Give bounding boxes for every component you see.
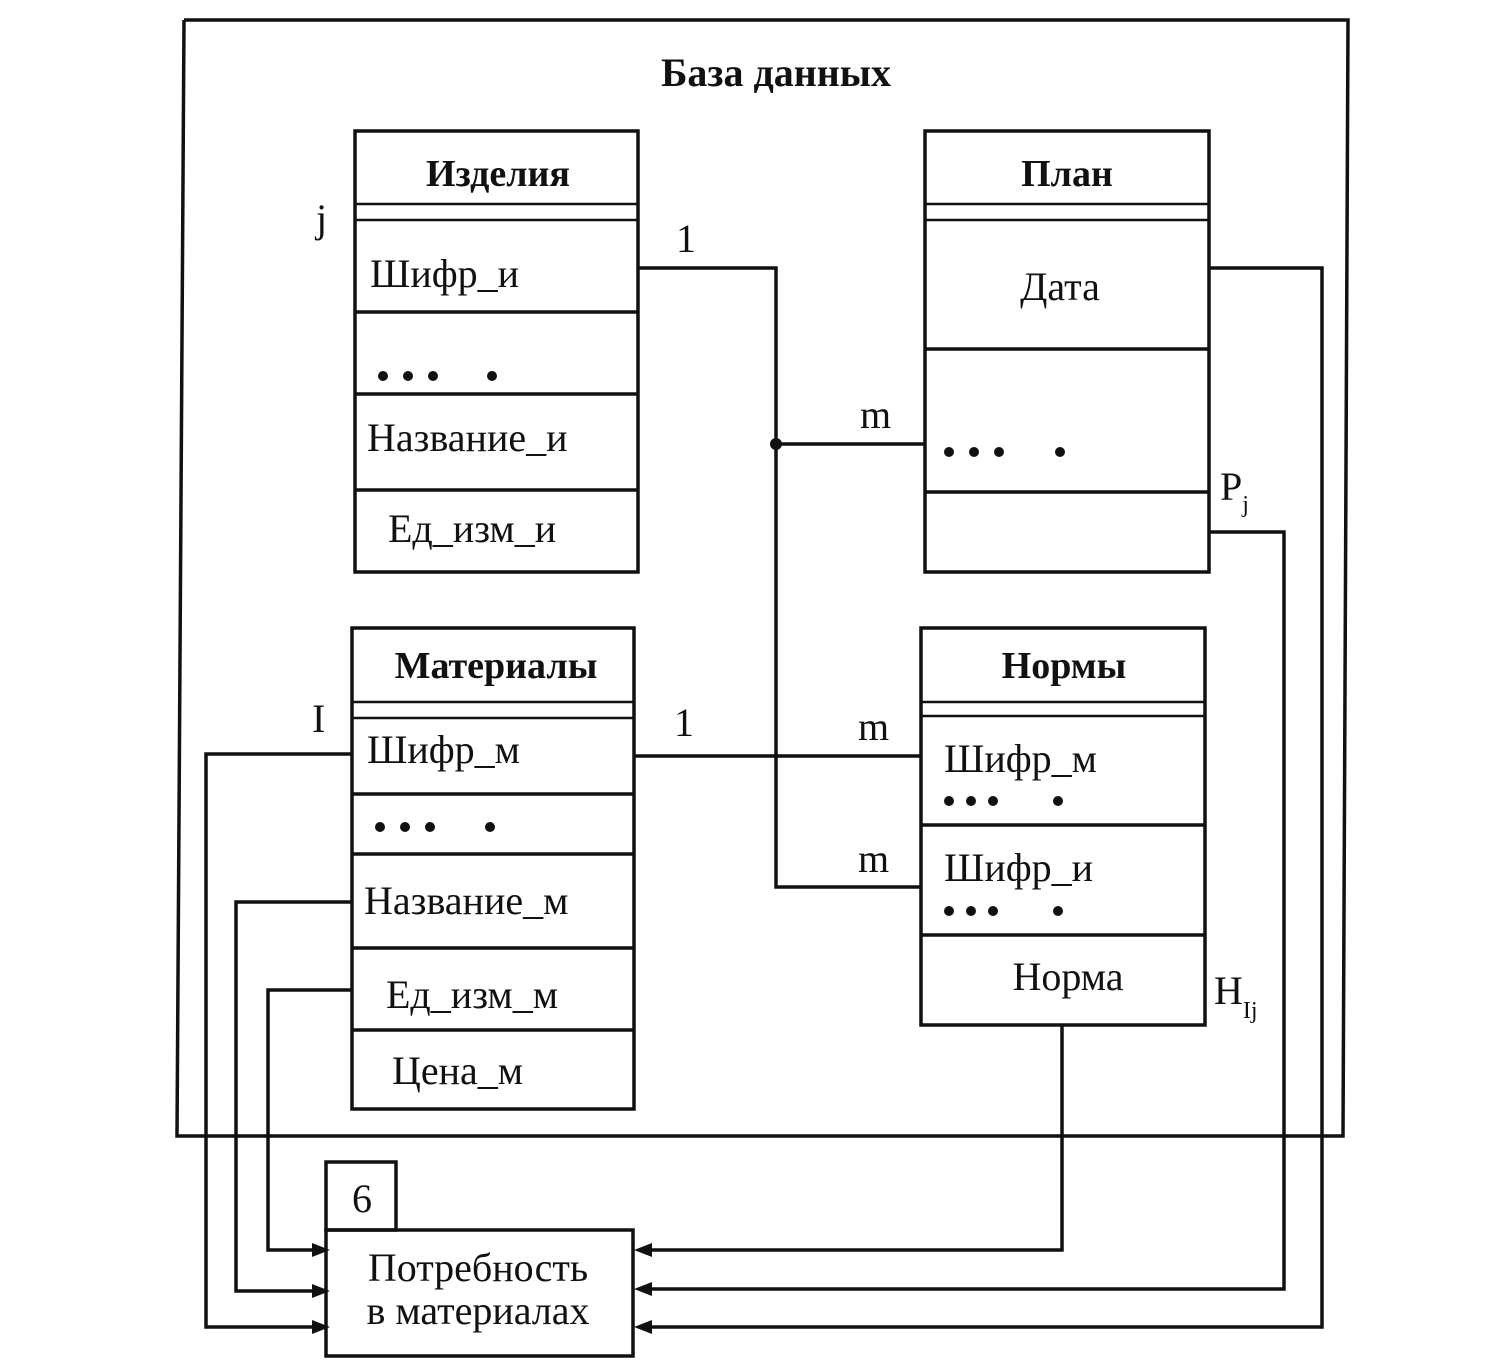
- plan-ellipsis: [944, 447, 1065, 457]
- process-title-line2: в материалах: [366, 1288, 589, 1333]
- table-norms: Нормы Шифр_м Шифр_и Норма: [919, 626, 1207, 1027]
- table-materials-title: Материалы: [395, 645, 598, 687]
- database-boundary: [175, 18, 1350, 1138]
- cardinality-norms-product-many: m: [858, 836, 889, 881]
- flow-materials-unit: [266, 988, 352, 1252]
- flow-plan-quantity: [650, 530, 1286, 1291]
- norm-label: HIj: [1214, 968, 1258, 1024]
- norms-ellipsis-material: [944, 796, 1063, 806]
- process-title-line1: Потребность: [368, 1245, 588, 1290]
- table-plan: План Дата: [923, 129, 1211, 574]
- cardinality-norms-material-many: m: [858, 704, 889, 749]
- database-title: База данных: [661, 50, 891, 95]
- materials-field-price: Цена_м: [392, 1048, 523, 1093]
- table-norms-title: Нормы: [1002, 645, 1127, 687]
- relation-junction-dot: [770, 438, 782, 450]
- products-field-unit: Ед_изм_и: [388, 506, 556, 551]
- flow-plan-date: [650, 266, 1324, 1329]
- cardinality-products-one: 1: [676, 216, 696, 261]
- plan-quantity-label: Pj: [1220, 464, 1249, 518]
- norms-field-material-code: Шифр_м: [944, 736, 1097, 781]
- products-index-label: j: [314, 196, 327, 241]
- products-field-code: Шифр_и: [370, 251, 519, 296]
- norms-field-product-code: Шифр_и: [944, 845, 1093, 890]
- products-field-name: Название_и: [367, 415, 568, 460]
- flow-materials-name: [234, 900, 352, 1293]
- table-materials: Материалы Шифр_м Название_м Ед_изм_м Цен…: [350, 626, 636, 1111]
- products-ellipsis: [378, 371, 497, 381]
- process-number: 6: [352, 1176, 372, 1221]
- norms-ellipsis-product: [944, 906, 1063, 916]
- table-products-title: Изделия: [426, 153, 570, 195]
- flow-materials-code: [204, 752, 352, 1329]
- materials-field-name: Название_м: [364, 878, 568, 923]
- cardinality-materials-one: 1: [674, 700, 694, 745]
- relation-products-plan-norms: [638, 266, 921, 889]
- table-plan-title: План: [1021, 153, 1113, 195]
- flow-norm: [650, 1025, 1064, 1252]
- materials-index-label: I: [312, 696, 325, 741]
- cardinality-plan-many: m: [860, 392, 891, 437]
- plan-field-date: Дата: [1020, 264, 1100, 309]
- materials-field-code: Шифр_м: [367, 727, 520, 772]
- table-products: Изделия Шифр_и Название_и Ед_изм_и: [353, 129, 640, 574]
- materials-ellipsis: [375, 822, 495, 832]
- norms-field-norm: Норма: [1012, 954, 1123, 999]
- process-materials-need: 6 Потребность в материалах: [324, 1160, 635, 1358]
- materials-field-unit: Ед_изм_м: [386, 972, 558, 1017]
